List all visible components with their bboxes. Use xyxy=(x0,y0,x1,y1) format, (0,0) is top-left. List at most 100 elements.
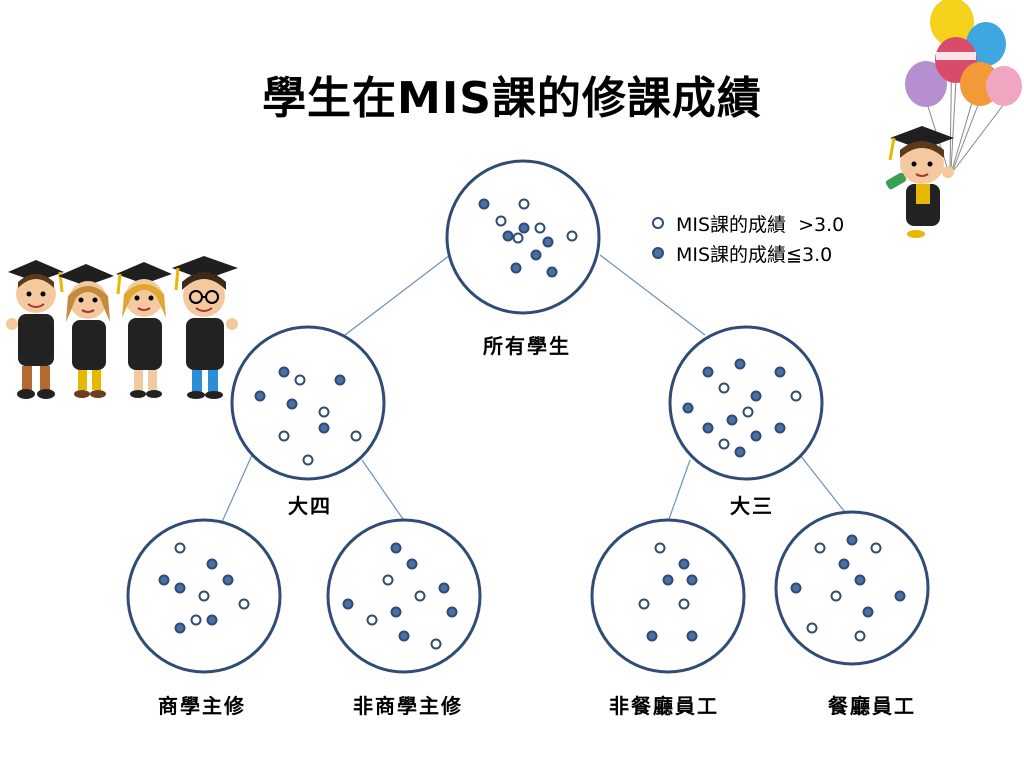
dot-low xyxy=(158,574,170,586)
label-junior: 大三 xyxy=(730,494,774,518)
legend-label-high: MIS課的成績 >3.0 xyxy=(676,213,845,236)
dot-low xyxy=(518,222,530,234)
node-business-major xyxy=(126,518,282,674)
dot-high xyxy=(238,598,250,610)
dot-low xyxy=(542,236,554,248)
dot-low xyxy=(254,390,266,402)
dot-low xyxy=(702,366,714,378)
dot-low xyxy=(774,422,786,434)
dot-low xyxy=(390,542,402,554)
node-dots xyxy=(682,358,802,458)
balloon-purple xyxy=(905,61,947,107)
dot-high xyxy=(678,598,690,610)
legend: MIS課的成績 >3.0 MIS課的成績≦3.0 xyxy=(652,208,844,268)
dot-high xyxy=(174,542,186,554)
dot-high xyxy=(718,438,730,450)
dot-high xyxy=(198,590,210,602)
dot-low xyxy=(342,598,354,610)
edge-root-junior xyxy=(599,254,706,336)
node-non-restaurant-employee xyxy=(590,518,746,674)
dot-high xyxy=(382,574,394,586)
node-circle xyxy=(668,325,824,481)
graduate-figure-3 xyxy=(116,262,172,398)
edge-junior-restaurant xyxy=(799,454,849,517)
dot-high xyxy=(742,406,754,418)
dot-high xyxy=(430,638,442,650)
dot-high xyxy=(318,406,330,418)
node-circle xyxy=(590,518,746,674)
dot-high xyxy=(790,390,802,402)
dot-high xyxy=(654,542,666,554)
dot-high xyxy=(638,598,650,610)
dot-high xyxy=(495,215,507,227)
dot-low xyxy=(438,582,450,594)
legend-label-low: MIS課的成績≦3.0 xyxy=(676,243,833,266)
dot-low xyxy=(502,230,514,242)
graduate-figure-1 xyxy=(6,260,64,399)
graduate-floating xyxy=(885,126,954,238)
dot-high xyxy=(518,198,530,210)
edge-senior-business xyxy=(221,454,253,523)
label-senior: 大四 xyxy=(288,494,332,518)
filled-dot-icon xyxy=(652,247,664,259)
dot-high xyxy=(814,542,826,554)
dot-low xyxy=(318,422,330,434)
dot-low xyxy=(334,374,346,386)
dot-high xyxy=(512,232,524,244)
dot-low xyxy=(790,582,802,594)
node-dots xyxy=(342,542,458,650)
dot-high xyxy=(870,542,882,554)
dot-high xyxy=(278,430,290,442)
balloon-yellow xyxy=(930,0,974,46)
dot-low xyxy=(854,574,866,586)
node-circle xyxy=(326,518,482,674)
dot-high xyxy=(534,222,546,234)
dot-low xyxy=(222,574,234,586)
node-senior xyxy=(230,325,386,481)
node-non-business-major xyxy=(326,518,482,674)
dot-low xyxy=(206,558,218,570)
dot-low xyxy=(406,558,418,570)
node-circle xyxy=(230,325,386,481)
dot-low xyxy=(734,358,746,370)
dot-low xyxy=(446,606,458,618)
balloons xyxy=(905,0,1022,107)
dot-low xyxy=(894,590,906,602)
page-title: 學生在MIS課的修課成績 xyxy=(262,73,762,124)
node-dots xyxy=(790,534,906,642)
tree-edges xyxy=(221,254,849,523)
dot-low xyxy=(510,262,522,274)
dot-low xyxy=(682,402,694,414)
dot-low xyxy=(734,446,746,458)
dot-low xyxy=(206,614,218,626)
node-restaurant-employee xyxy=(774,510,930,666)
label-all-students: 所有學生 xyxy=(483,334,571,358)
dot-high xyxy=(830,590,842,602)
node-dots xyxy=(158,542,250,634)
dot-high xyxy=(566,230,578,242)
dot-low xyxy=(174,622,186,634)
graduate-figure-2 xyxy=(58,264,114,398)
dot-low xyxy=(478,198,490,210)
dot-high xyxy=(718,382,730,394)
dot-low xyxy=(278,366,290,378)
dot-high xyxy=(854,630,866,642)
dot-high xyxy=(366,614,378,626)
dot-low xyxy=(846,534,858,546)
dot-low xyxy=(390,606,402,618)
dot-high xyxy=(190,614,202,626)
label-non-restaurant-employee: 非餐廳員工 xyxy=(609,694,719,718)
dot-low xyxy=(286,398,298,410)
dot-low xyxy=(530,249,542,261)
dot-low xyxy=(678,558,690,570)
dot-low xyxy=(750,390,762,402)
hollow-dot-icon xyxy=(652,217,664,229)
graduate-students-illustration xyxy=(6,256,238,399)
dot-low xyxy=(662,574,674,586)
dot-low xyxy=(686,630,698,642)
label-non-business-major: 非商學主修 xyxy=(353,694,463,718)
label-restaurant-employee: 餐廳員工 xyxy=(828,694,916,718)
graduate-with-balloons-illustration xyxy=(885,0,1022,238)
dot-high xyxy=(294,374,306,386)
